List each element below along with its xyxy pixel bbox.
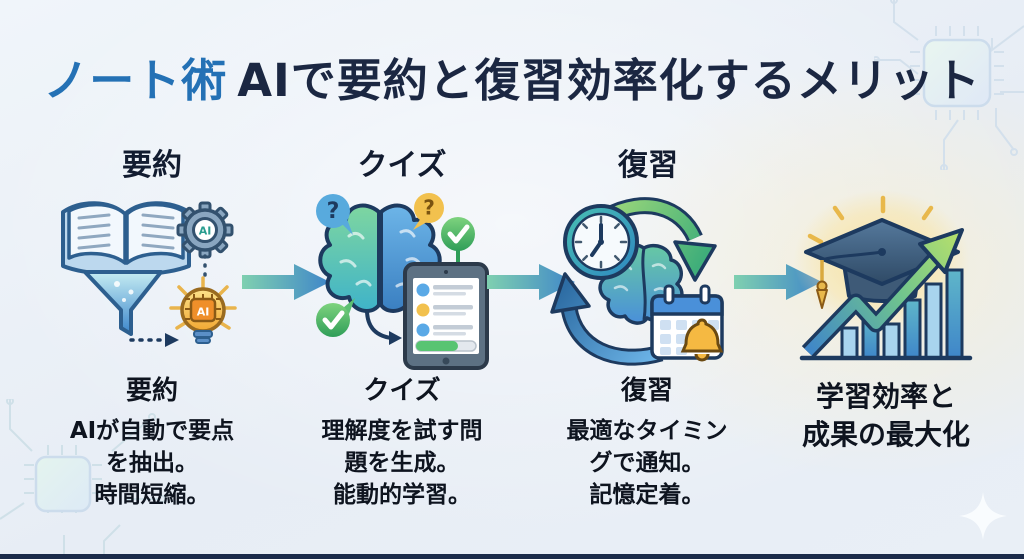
step-label-quiz: クイズ bbox=[357, 148, 447, 183]
bell-icon bbox=[680, 318, 724, 362]
flow-arrow-2 bbox=[487, 264, 575, 300]
title-highlight: ノート術 bbox=[43, 54, 228, 107]
question-mark-blue: ? bbox=[327, 199, 340, 224]
question-mark-yellow: ? bbox=[423, 196, 435, 220]
sparkle-icon bbox=[959, 492, 1007, 540]
book-funnel-gear-lightbulb-icon: AI AI bbox=[61, 201, 237, 347]
caption-quiz-title: クイズ bbox=[363, 376, 441, 406]
caption-result-line1: 学習効率と bbox=[815, 380, 956, 413]
gear-ai-label: AI bbox=[199, 225, 212, 238]
caption-quiz-line: 理解度を試す問 bbox=[321, 418, 483, 444]
caption-quiz-line: 題を生成。 bbox=[344, 450, 460, 477]
question-bubble-yellow: ? bbox=[413, 193, 444, 230]
bottom-accent-bar bbox=[0, 554, 1024, 559]
clock-brain-calendar-bell-icon bbox=[550, 197, 724, 366]
graduation-cap-growth-chart-icon bbox=[794, 190, 973, 361]
flow-arrow-1 bbox=[242, 264, 330, 300]
quiz-tablet bbox=[403, 262, 489, 370]
caption-summary-line: AIが自動で要点 bbox=[69, 418, 235, 444]
step-label-review: 復習 bbox=[618, 148, 678, 183]
caption-review-line: グで通知。 bbox=[589, 450, 705, 477]
caption-summary-line: 時間短縮。 bbox=[94, 482, 210, 509]
step-label-summary: 要約 bbox=[122, 148, 182, 183]
caption-review-line: 最適なタイミン bbox=[566, 418, 728, 444]
check-badge-bottom bbox=[316, 298, 355, 337]
caption-review: 復習 最適なタイミン グで通知。 記憶定着。 bbox=[527, 370, 767, 512]
quiz-progress-fill bbox=[416, 341, 458, 351]
caption-summary-title: 要約 bbox=[125, 376, 178, 406]
caption-quiz-line: 能動的学習。 bbox=[333, 482, 471, 509]
bulb-chip-ai-label: AI bbox=[197, 306, 210, 319]
caption-review-title: 復習 bbox=[620, 376, 673, 406]
caption-result: 学習効率と 成果の最大化 bbox=[766, 378, 1006, 454]
question-bubble-blue: ? bbox=[316, 194, 353, 235]
caption-quiz: クイズ 理解度を試す問 題を生成。 能動的学習。 bbox=[282, 370, 522, 512]
caption-review-line: 記憶定着。 bbox=[589, 482, 705, 509]
caption-summary: 要約 AIが自動で要点 を抽出。 時間短縮。 bbox=[32, 370, 272, 512]
caption-summary-line: を抽出。 bbox=[106, 450, 198, 477]
caption-result-line2: 成果の最大化 bbox=[801, 417, 970, 451]
check-badge-top bbox=[441, 217, 475, 266]
clock bbox=[563, 204, 639, 280]
title-rest: AIで要約と復習効率化するメリット bbox=[237, 54, 981, 107]
brain-quiz-tablet-icon: ? ? bbox=[316, 193, 489, 370]
quiz-list bbox=[416, 283, 473, 337]
